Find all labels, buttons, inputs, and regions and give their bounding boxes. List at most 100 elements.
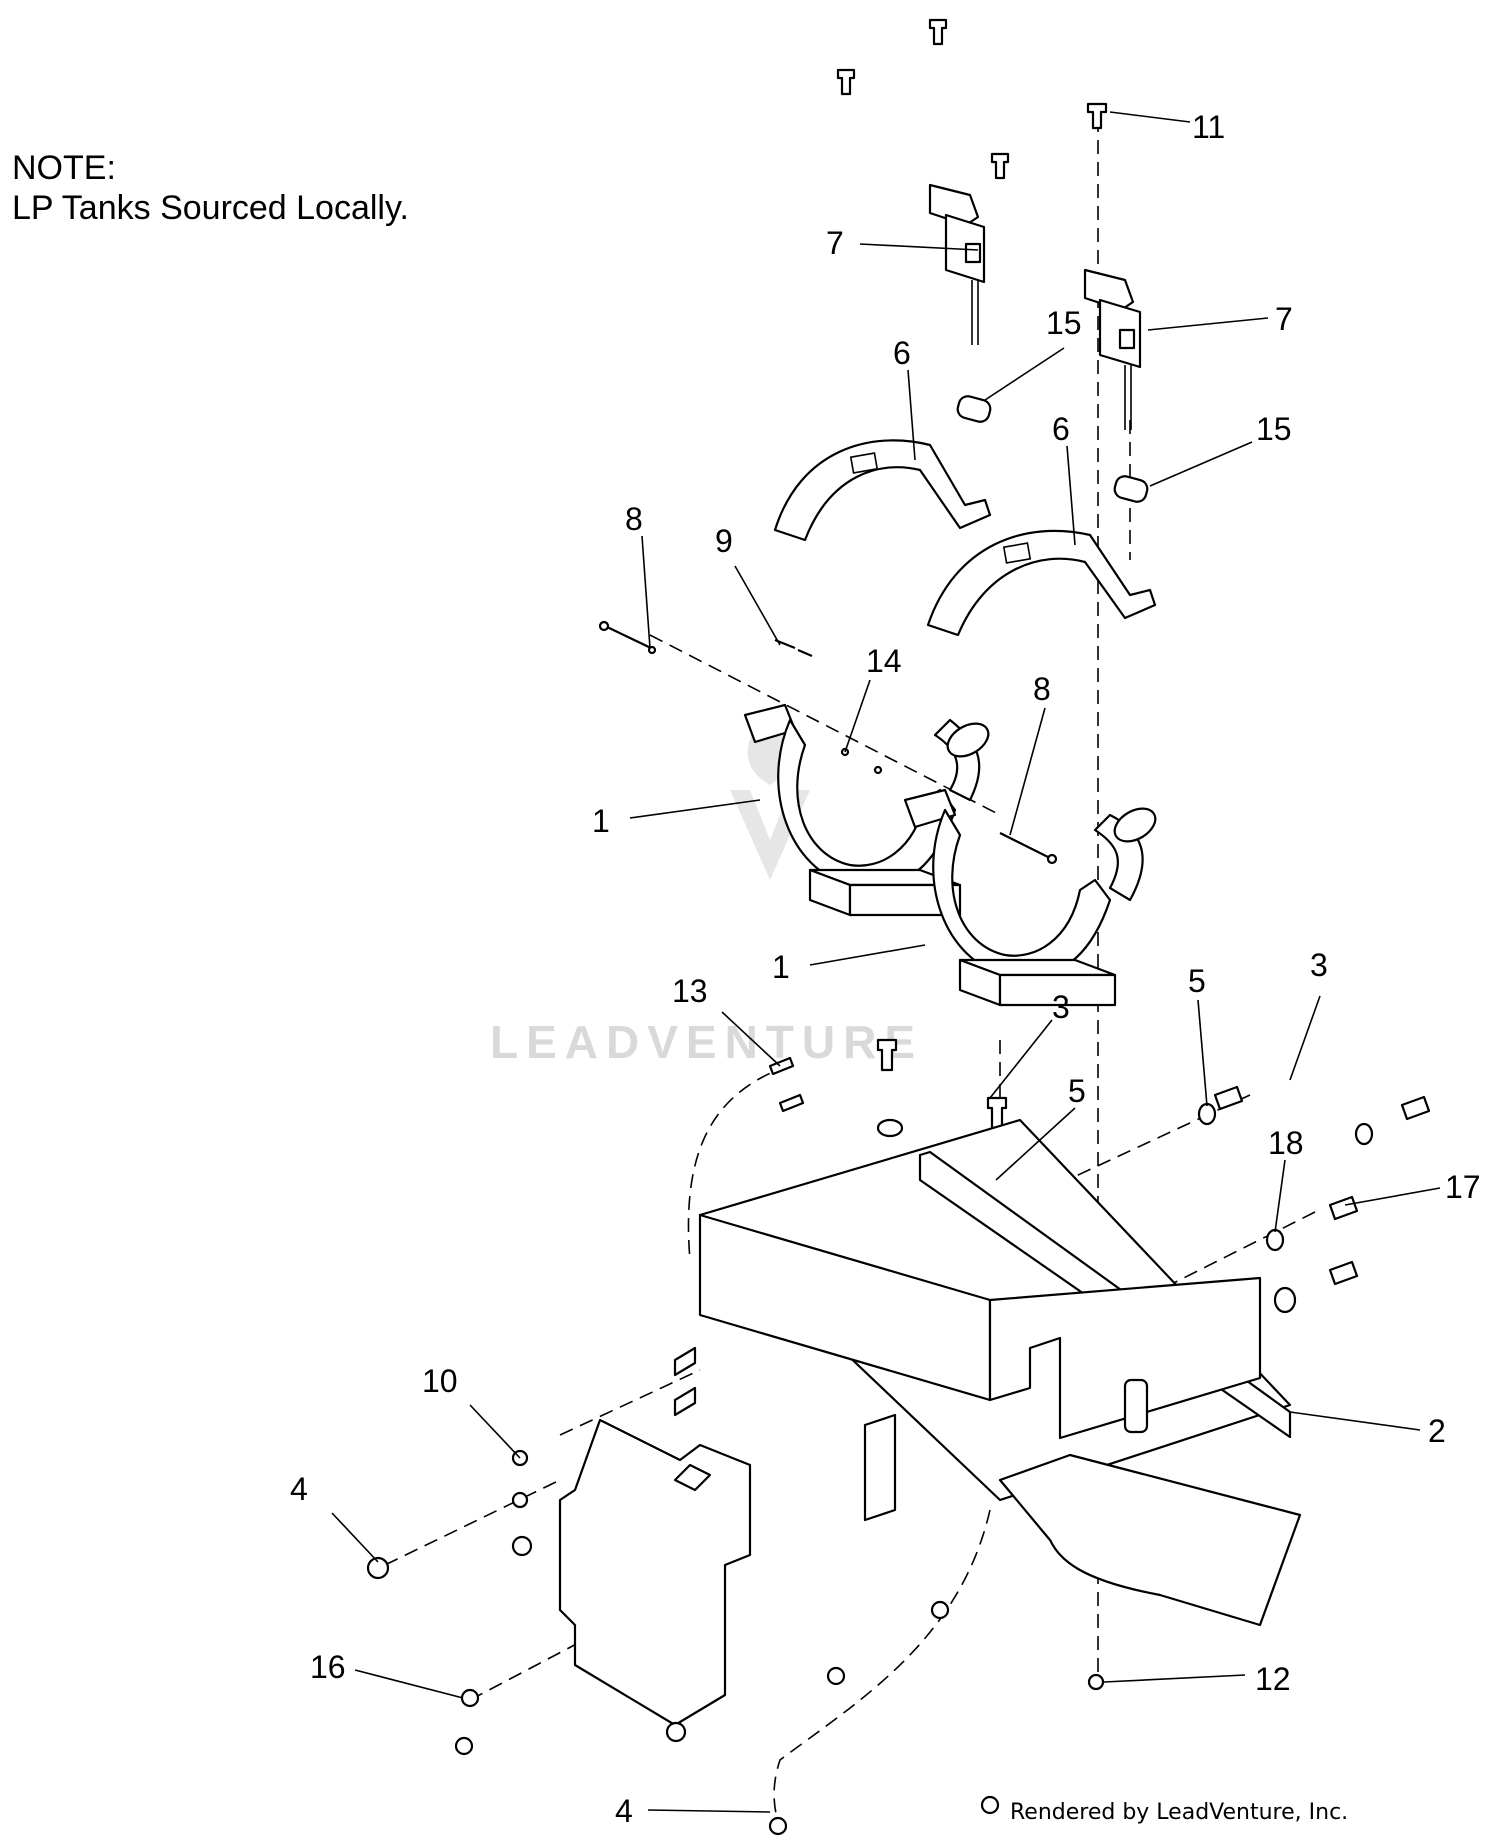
callout-8: 8 xyxy=(625,501,643,537)
callout-3: 3 xyxy=(1052,989,1070,1025)
callout-leaders xyxy=(331,111,1441,1813)
nut-icon xyxy=(930,1600,950,1620)
washer-icon xyxy=(876,1118,904,1138)
carriage-bolt-icon xyxy=(836,68,856,96)
strap-roll-icon xyxy=(1113,807,1157,843)
bolt-icon xyxy=(1328,1195,1359,1221)
nut-icon xyxy=(665,1721,687,1743)
bracket-slot-icon xyxy=(673,1463,712,1492)
carriage-bolt-icon xyxy=(928,18,948,46)
strap-pad-icon xyxy=(1002,542,1032,564)
strap-band-icon xyxy=(932,808,1112,979)
nut-icon xyxy=(366,1556,390,1580)
carriage-bolt-icon xyxy=(1086,102,1108,130)
callout-3: 3 xyxy=(1310,947,1328,983)
sleeve-icon xyxy=(956,395,992,423)
clevis-pin-head-icon xyxy=(1046,853,1058,865)
callout-14: 14 xyxy=(866,643,902,679)
tray-bracket-icon xyxy=(863,1413,897,1522)
tray-skirt-icon xyxy=(998,1453,1302,1627)
curve-line-bottom xyxy=(773,1509,991,1823)
callout-11: 11 xyxy=(1192,109,1225,145)
bracket-axis-line-upper xyxy=(559,1369,701,1436)
sleeve-icon xyxy=(1113,475,1149,503)
strap-band-icon xyxy=(777,718,957,889)
bolt-icon xyxy=(876,1038,898,1072)
bracket-plate-icon xyxy=(558,1418,752,1727)
callout-13: 13 xyxy=(672,973,708,1009)
bolt-icon xyxy=(778,1093,805,1113)
clip-icon xyxy=(873,765,883,775)
nut-icon xyxy=(1087,1673,1105,1691)
bracket-tab-icon xyxy=(673,1346,697,1377)
bolt-icon xyxy=(986,1096,1008,1130)
callout-6: 6 xyxy=(893,335,911,371)
clevis-pin-head-icon xyxy=(598,620,610,632)
clevis-pin-hole-icon xyxy=(647,645,657,655)
washer-icon xyxy=(1197,1102,1217,1126)
latch-hole-icon xyxy=(1118,328,1136,350)
washer-icon xyxy=(1354,1122,1374,1146)
washer-icon xyxy=(1265,1228,1285,1252)
callout-10: 10 xyxy=(422,1363,458,1399)
bolt-icon xyxy=(1328,1260,1359,1286)
strap-roll-icon xyxy=(946,722,990,758)
latch-handle-icon xyxy=(1083,268,1135,312)
callout-17: 17 xyxy=(1445,1169,1481,1205)
bracket-tab-icon xyxy=(673,1386,697,1417)
tray-side-wall-icon xyxy=(988,1276,1262,1440)
callout-18: 18 xyxy=(1268,1125,1304,1161)
callout-4: 4 xyxy=(290,1471,308,1507)
callout-1: 1 xyxy=(592,803,610,839)
callout-9: 9 xyxy=(715,523,733,559)
clevis-pin-icon xyxy=(604,625,656,651)
callout-5: 5 xyxy=(1068,1073,1086,1109)
top-strap-right xyxy=(926,529,1157,637)
tank-mounting-tray xyxy=(698,1118,1302,1627)
curve-line-left-upper xyxy=(687,1064,791,1261)
callout-7: 7 xyxy=(826,225,844,261)
cotter-pin-icon xyxy=(797,648,813,658)
bolt-icon xyxy=(1213,1085,1244,1111)
strap-base-front-icon xyxy=(998,973,1117,1007)
latch-right xyxy=(1083,268,1142,430)
top-strap-left xyxy=(773,439,992,542)
nut-icon xyxy=(826,1666,846,1686)
callout-8: 8 xyxy=(1033,671,1051,707)
note-title: NOTE: xyxy=(12,149,116,187)
nut-icon xyxy=(454,1736,474,1756)
callout-1: 1 xyxy=(772,949,790,985)
bolt-icon xyxy=(1400,1095,1431,1121)
callout-15: 15 xyxy=(1046,305,1082,341)
bracket-axis-line-mid xyxy=(384,1479,561,1566)
nut-icon xyxy=(511,1535,533,1557)
render-credit: Rendered by LeadVenture, Inc. xyxy=(1010,1800,1349,1825)
nut-icon xyxy=(460,1688,480,1708)
bolt-icon xyxy=(768,1056,795,1076)
callout-16: 16 xyxy=(310,1649,346,1685)
tray-standoff-icon xyxy=(1123,1378,1149,1434)
callout-labels: 11 7 7 15 15 6 6 8 9 14 8 1 1 13 3 5 5 3… xyxy=(290,109,1481,1829)
tank-strap-left xyxy=(743,703,990,917)
callout-2: 2 xyxy=(1428,1413,1446,1449)
clevis-pin-icon xyxy=(999,832,1051,859)
strap-pad-icon xyxy=(849,452,879,474)
side-bracket-plate xyxy=(558,1346,752,1727)
callout-5: 5 xyxy=(1188,963,1206,999)
callout-7: 7 xyxy=(1275,301,1293,337)
sleeves xyxy=(956,395,1149,503)
callout-6: 6 xyxy=(1052,411,1070,447)
nuts xyxy=(366,1449,1105,1836)
latch-handle-icon xyxy=(928,183,980,227)
nut-icon xyxy=(768,1816,788,1836)
callout-12: 12 xyxy=(1255,1661,1291,1697)
pins-and-clips xyxy=(598,620,1058,865)
washer-icon xyxy=(1273,1286,1297,1314)
watermark-text: LEADVENTURE xyxy=(490,1016,923,1068)
callout-4: 4 xyxy=(615,1793,633,1829)
diagram-note: NOTE: LP Tanks Sourced Locally. xyxy=(12,148,409,228)
nut-icon xyxy=(980,1795,1000,1815)
nut-icon xyxy=(511,1491,529,1509)
callout-15: 15 xyxy=(1256,411,1292,447)
note-text: LP Tanks Sourced Locally. xyxy=(12,189,409,227)
